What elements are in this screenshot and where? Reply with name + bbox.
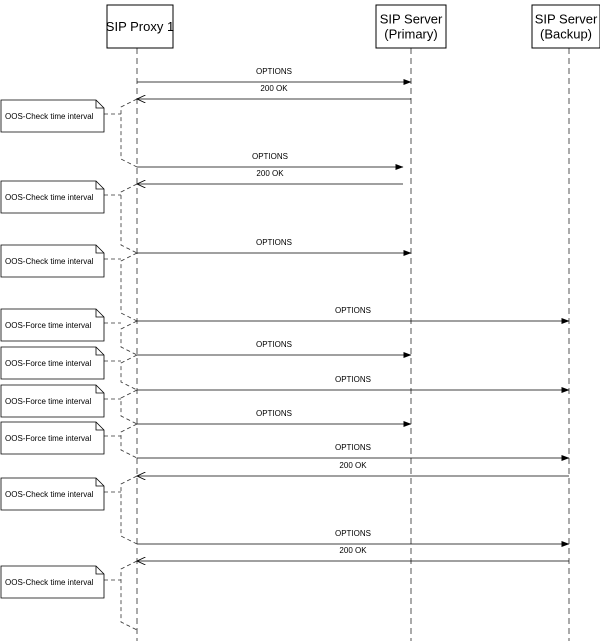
participant-box — [106, 4, 174, 49]
note-label: OOS-Force time interval — [5, 321, 91, 330]
note: OOS-Force time interval — [0, 384, 105, 418]
note-fold — [95, 422, 104, 431]
participant-label: SIP Server — [535, 12, 598, 27]
interval-bracket — [120, 389, 138, 425]
note-box — [0, 384, 105, 418]
note: OOS-Force time interval — [0, 421, 105, 455]
message-arrow: 200 OK — [137, 546, 569, 561]
note: OOS-Check time interval — [0, 565, 105, 599]
note-fold — [95, 566, 104, 575]
note-fold — [95, 385, 104, 394]
interval-bracket — [120, 183, 138, 254]
message-arrow: OPTIONS — [137, 238, 412, 256]
note-fold — [95, 181, 104, 190]
note-box — [0, 346, 105, 380]
message-label: OPTIONS — [335, 529, 371, 538]
message-label: OPTIONS — [256, 238, 292, 247]
message-label: OPTIONS — [335, 375, 371, 384]
note-fold — [95, 347, 104, 356]
message-label: 200 OK — [256, 169, 284, 178]
participant-label: (Backup) — [540, 27, 592, 42]
interval-bracket — [120, 252, 138, 322]
message-arrow: OPTIONS — [137, 443, 570, 461]
interval-bracket — [120, 320, 138, 356]
message-label: OPTIONS — [252, 152, 288, 161]
note: OOS-Check time interval — [0, 477, 105, 511]
interval-bracket — [120, 475, 138, 545]
note-box — [0, 477, 105, 511]
note-label: OOS-Check time interval — [5, 578, 94, 587]
message-label: OPTIONS — [256, 409, 292, 418]
message-arrow: OPTIONS — [137, 409, 412, 427]
message-label: OPTIONS — [335, 443, 371, 452]
note: OOS-Force time interval — [0, 346, 105, 380]
note: OOS-Check time interval — [0, 244, 105, 278]
participant-proxy: SIP Proxy 1 — [106, 4, 174, 49]
note-box — [0, 565, 105, 599]
message-arrow: OPTIONS — [137, 152, 404, 170]
note-box — [0, 421, 105, 455]
participant-box — [375, 4, 447, 49]
message-label: OPTIONS — [335, 306, 371, 315]
note-box — [0, 244, 105, 278]
note-fold — [95, 100, 104, 109]
participant-backup: SIP Server(Backup) — [531, 4, 600, 49]
note-label: OOS-Check time interval — [5, 112, 94, 121]
note-label: OOS-Check time interval — [5, 490, 94, 499]
note-label: OOS-Force time interval — [5, 397, 91, 406]
note-box — [0, 99, 105, 133]
message-arrow: OPTIONS — [137, 529, 570, 547]
messages: OPTIONS 200 OK OPTIONS 200 OK OPTIONS OPTIONS… — [137, 67, 570, 561]
note-label: OOS-Check time interval — [5, 193, 94, 202]
interval-bracket — [120, 354, 138, 391]
interval-bracket — [120, 98, 138, 168]
interval-bracket — [120, 560, 138, 631]
message-label: OPTIONS — [256, 340, 292, 349]
note-box — [0, 180, 105, 214]
participant-label: SIP Proxy 1 — [106, 19, 174, 34]
message-arrow: OPTIONS — [137, 306, 570, 324]
message-label: 200 OK — [260, 84, 288, 93]
participant-box — [531, 4, 600, 49]
note-fold — [95, 309, 104, 318]
message-label: 200 OK — [339, 546, 367, 555]
participant-label: SIP Server — [380, 12, 443, 27]
participant-label: (Primary) — [384, 27, 437, 42]
message-arrow: OPTIONS — [137, 67, 412, 85]
note-label: OOS-Check time interval — [5, 257, 94, 266]
message-arrow: OPTIONS — [137, 340, 412, 358]
message-arrow: 200 OK — [137, 461, 569, 476]
note: OOS-Check time interval — [0, 180, 105, 214]
message-arrow: OPTIONS — [137, 375, 570, 393]
note-label: OOS-Force time interval — [5, 434, 91, 443]
participant-primary: SIP Server(Primary) — [375, 4, 447, 49]
interval-bracket — [120, 423, 138, 459]
note-box — [0, 308, 105, 342]
note: OOS-Force time interval — [0, 308, 105, 342]
note-fold — [95, 245, 104, 254]
note-fold — [95, 478, 104, 487]
message-label: OPTIONS — [256, 67, 292, 76]
interval-brackets — [104, 98, 138, 631]
message-arrow: 200 OK — [137, 169, 403, 184]
note-label: OOS-Force time interval — [5, 359, 91, 368]
message-label: 200 OK — [339, 461, 367, 470]
message-arrow: 200 OK — [137, 84, 411, 99]
note: OOS-Check time interval — [0, 99, 105, 133]
